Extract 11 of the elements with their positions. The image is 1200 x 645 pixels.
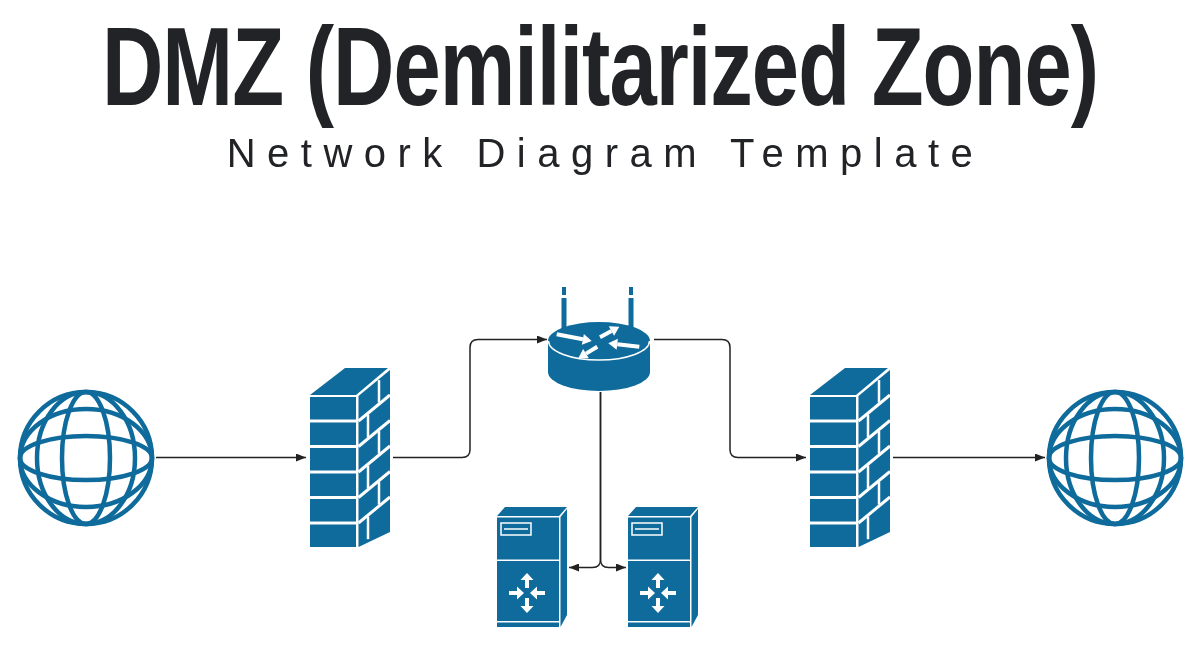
connector-arrow xyxy=(653,338,807,462)
connector-arrow xyxy=(599,391,627,572)
title: DMZ (Demilitarized Zone) xyxy=(100,3,1099,131)
connector-arrow xyxy=(892,453,1046,462)
server-icon xyxy=(626,505,700,630)
connector-arrow xyxy=(155,453,307,462)
subtitle: Network Diagram Template xyxy=(225,130,985,176)
connector-arrow xyxy=(392,335,548,459)
server-icon xyxy=(495,505,569,630)
globe-icon xyxy=(16,387,156,528)
globe-icon xyxy=(1045,387,1185,528)
